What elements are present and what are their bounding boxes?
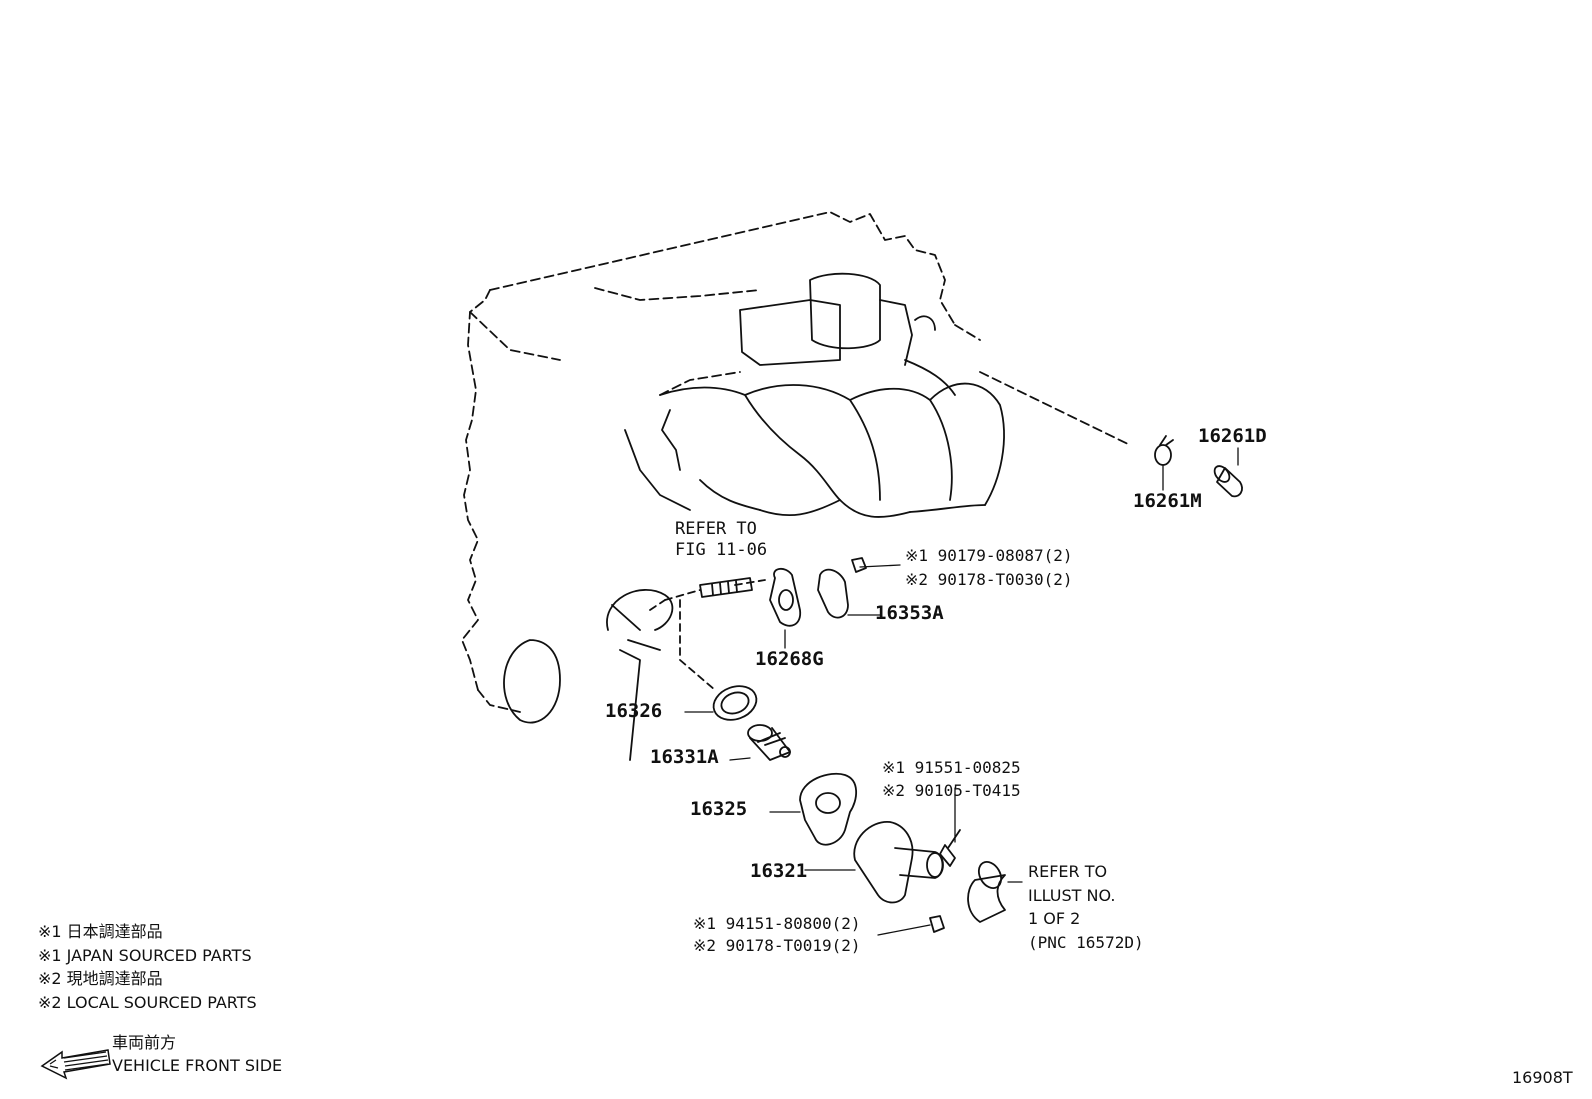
part-label-16261m[interactable]: 16261M	[1133, 490, 1202, 512]
refer-illust-line1: REFER TO	[1028, 862, 1108, 881]
refer-illust-line2: ILLUST NO.	[1028, 885, 1116, 905]
engine-front-detail	[503, 589, 674, 761]
bolt-bottom-line1[interactable]: ※1 94151-80800(2)	[693, 914, 861, 933]
direction-label-en: VEHICLE FRONT SIDE	[112, 1056, 283, 1075]
part-label-16321[interactable]: 16321	[750, 860, 808, 882]
direction-label-jp: 車両前方	[112, 1033, 177, 1052]
engine-outline	[461, 211, 1131, 713]
refer-fig-note[interactable]: REFER TO FIG 11-06	[675, 519, 767, 562]
legend: ※1 日本調達部品 ※1 JAPAN SOURCED PARTS ※2 現地調達…	[38, 920, 257, 1014]
part-label-16325[interactable]: 16325	[690, 798, 748, 820]
refer-illust-line3: 1 OF 2	[1028, 909, 1081, 928]
legend-japan-en: ※1 JAPAN SOURCED PARTS	[38, 945, 252, 965]
plate-16353a	[817, 568, 849, 619]
ring-16326	[712, 685, 758, 721]
bolt-mid-line2[interactable]: ※2 90105-T0415	[882, 781, 1021, 800]
bolt-top-line2[interactable]: ※2 90178-T0030(2)	[905, 570, 1073, 589]
refer-fig-line2: FIG 11-06	[675, 540, 768, 561]
hose-16572d	[967, 860, 1006, 923]
housing-16321	[853, 821, 944, 904]
cap-16261d	[1213, 465, 1243, 498]
intake-manifold	[624, 272, 1005, 518]
stud-bolt	[699, 577, 753, 598]
refer-illust-note[interactable]: REFER TO ILLUST NO. 1 OF 2 (PNC 16572D)	[1028, 860, 1144, 954]
leader-lines	[684, 447, 1239, 936]
part-label-16268g[interactable]: 16268G	[755, 648, 824, 670]
legend-local-jp: ※2 現地調達部品	[38, 969, 163, 988]
thermostat-16331a	[747, 724, 791, 761]
part-label-16326[interactable]: 16326	[605, 700, 663, 722]
leader-dashed	[649, 579, 766, 691]
refer-illust-line4: (PNC 16572D)	[1028, 932, 1144, 952]
part-label-16331a[interactable]: 16331A	[650, 746, 719, 768]
legend-japan-jp: ※1 日本調達部品	[38, 922, 163, 941]
illustration-id: 16908T	[1512, 1068, 1573, 1087]
nut-top	[851, 557, 867, 573]
bolt-bottom-line2[interactable]: ※2 90178-T0019(2)	[693, 936, 861, 955]
part-label-16261d[interactable]: 16261D	[1198, 425, 1267, 447]
bolt-bottom	[929, 915, 945, 933]
part-label-16353a[interactable]: 16353A	[875, 602, 944, 624]
gasket-16268g	[769, 568, 802, 627]
gasket-16325	[799, 772, 858, 846]
bolt-mid	[939, 829, 961, 867]
clamp-16261m	[1154, 435, 1174, 466]
bolt-top-line1[interactable]: ※1 90179-08087(2)	[905, 546, 1073, 565]
bolt-mid-line1[interactable]: ※1 91551-00825	[882, 758, 1021, 777]
refer-fig-line1: REFER TO	[675, 519, 757, 539]
legend-local-en: ※2 LOCAL SOURCED PARTS	[38, 992, 257, 1012]
